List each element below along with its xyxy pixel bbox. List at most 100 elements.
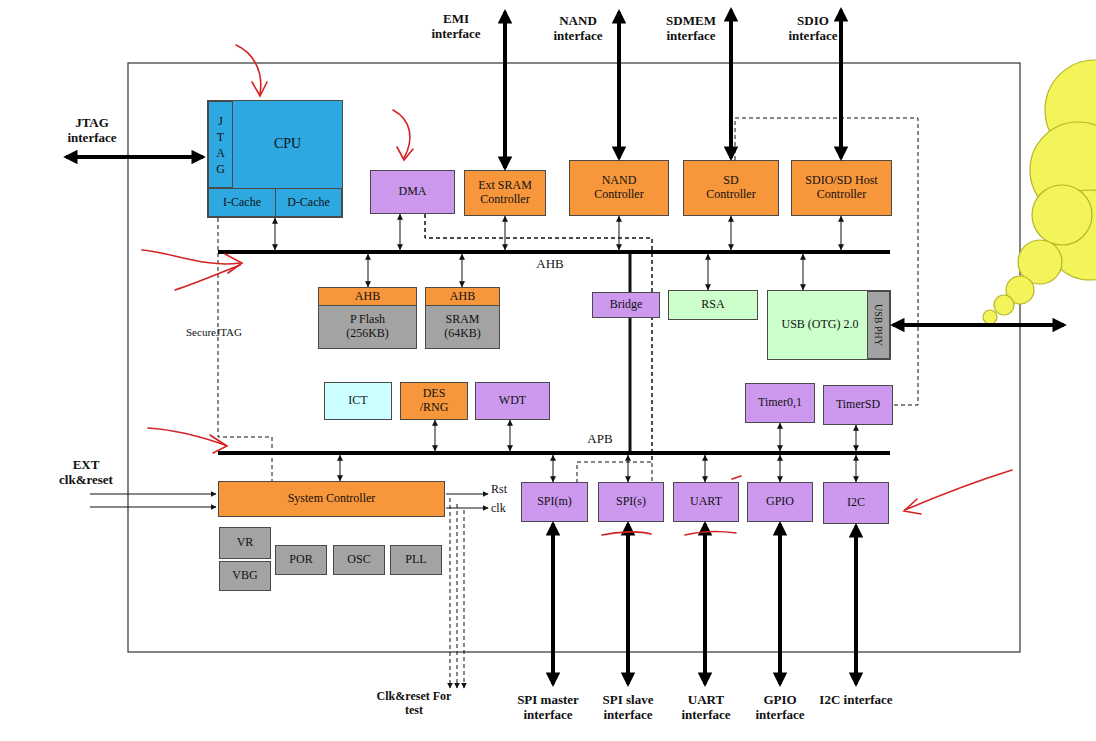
block-label: VR: [220, 528, 270, 558]
peripheral-block: GPIO: [747, 482, 813, 522]
block-label: VBG: [220, 562, 270, 590]
analog-block: VBG: [219, 561, 271, 591]
bus-connector: [275, 218, 276, 250]
peripheral-block: SPI(m): [521, 482, 588, 522]
bus-connector: [462, 254, 463, 287]
ahb-bus: AHB: [218, 250, 890, 254]
interface-arrow: [66, 155, 203, 159]
signal-label: Clk&reset For test: [372, 690, 456, 718]
bridge-block: Bridge: [592, 292, 660, 318]
block-label: D-Cache: [276, 189, 341, 216]
block-label: UART: [674, 483, 738, 521]
annotation-stroke: [225, 254, 242, 273]
cache-block: D-Cache: [275, 188, 342, 217]
bus-connector: [400, 214, 401, 250]
bus-connector: [705, 455, 706, 482]
signal-label: NAND interface: [545, 14, 611, 44]
block-label: NAND Controller: [582, 161, 656, 215]
signal-label: SPI master interface: [500, 693, 596, 723]
signal-label: EMI interface: [425, 12, 487, 42]
block-label: OSC: [334, 546, 384, 574]
annotation-tick: [732, 476, 741, 479]
annotation-stroke: [175, 265, 240, 290]
crypto-block: RSA: [668, 290, 758, 320]
test-wire: [450, 498, 451, 688]
block-label: CPU: [233, 101, 342, 187]
usb-block: USB (OTG) 2.0USB PHY: [767, 290, 891, 360]
edge-label: SecureJTAG: [186, 326, 242, 339]
cache-block: I-Cache: [208, 188, 276, 217]
annotation-stroke: [252, 82, 267, 96]
block-label: USB PHY: [868, 292, 889, 358]
bus-connector: [841, 216, 842, 250]
timer-block: Timer0,1: [745, 383, 815, 423]
block-label: JTAG: [215, 106, 226, 184]
bus-connector: [340, 455, 341, 481]
block-label: Timer0,1: [746, 384, 814, 422]
bus-connector: [856, 455, 857, 482]
test-wire: [457, 504, 458, 688]
annotation-stroke: [393, 110, 410, 158]
block-label: SD Controller: [698, 161, 764, 215]
phy-block: USB PHY: [867, 291, 890, 359]
bus-connector: [780, 423, 781, 451]
signal-wire: [90, 494, 216, 495]
signal-label: clk: [491, 502, 521, 516]
block-label: P Flash (256KB): [337, 306, 398, 348]
annotation-stroke: [236, 45, 261, 94]
cloud-blob: [1032, 185, 1092, 245]
annotation-stroke: [905, 470, 1012, 510]
block-label: SRAM (64KB): [434, 306, 491, 348]
block-label: GPIO: [748, 483, 812, 521]
interface-arrow: [893, 323, 1064, 327]
apb-bus: APB: [218, 451, 890, 455]
bus-connector: [553, 455, 554, 482]
block-label: DES /RNG: [413, 383, 455, 419]
bus-connector: [731, 216, 732, 250]
signal-wire: [446, 508, 488, 509]
bus-connector: [510, 420, 511, 451]
peripheral-block: UART: [673, 482, 739, 522]
block-label: PLL: [391, 546, 441, 574]
annotation-underline: [685, 532, 736, 535]
signal-label: GPIO interface: [742, 693, 818, 723]
interface-arrow: [729, 10, 733, 158]
bus-label: APB: [578, 431, 622, 447]
analog-block: VR: [219, 527, 271, 559]
controller-block: NAND Controller: [569, 160, 669, 216]
bus-connector: [629, 254, 632, 292]
dashed-connector: [425, 214, 652, 482]
block-label: SPI(m): [522, 483, 587, 521]
block-label: AHB: [319, 288, 416, 306]
controller-block: SD Controller: [683, 160, 779, 216]
memory-block: AHBP Flash (256KB): [318, 287, 417, 349]
signal-wire: [446, 494, 488, 495]
interface-arrow: [551, 524, 555, 684]
red-annotations: [142, 45, 1012, 535]
block-label: POR: [276, 546, 326, 574]
controller-block: Ext SRAM Controller: [464, 170, 546, 216]
block-label: System Controller: [219, 482, 444, 516]
signal-label: SPI slave interface: [588, 693, 668, 723]
highlight-cloud: [983, 60, 1096, 324]
interface-arrow: [854, 526, 858, 684]
cloud-blob: [983, 310, 997, 324]
annotation-stroke: [397, 147, 413, 160]
bus-connector: [628, 455, 629, 482]
signal-label: UART interface: [666, 693, 746, 723]
bus-connector: [708, 254, 709, 290]
cpu-block: CPU JTAG I-CacheD-Cache: [207, 100, 343, 218]
clock-reset-wires: [90, 494, 488, 688]
annotation-stroke: [904, 499, 921, 514]
signal-label: JTAG interface: [56, 116, 128, 146]
interface-arrow: [617, 12, 621, 158]
peripheral-block: SPI(s): [598, 482, 664, 522]
bus-label: AHB: [528, 256, 572, 272]
block-label: I-Cache: [209, 189, 275, 216]
interface-arrows: [66, 10, 1064, 684]
block-label: AHB: [426, 288, 499, 306]
block-label: Bridge: [593, 293, 659, 317]
analog-block: POR: [275, 545, 327, 575]
dashed-connector: [425, 214, 652, 482]
